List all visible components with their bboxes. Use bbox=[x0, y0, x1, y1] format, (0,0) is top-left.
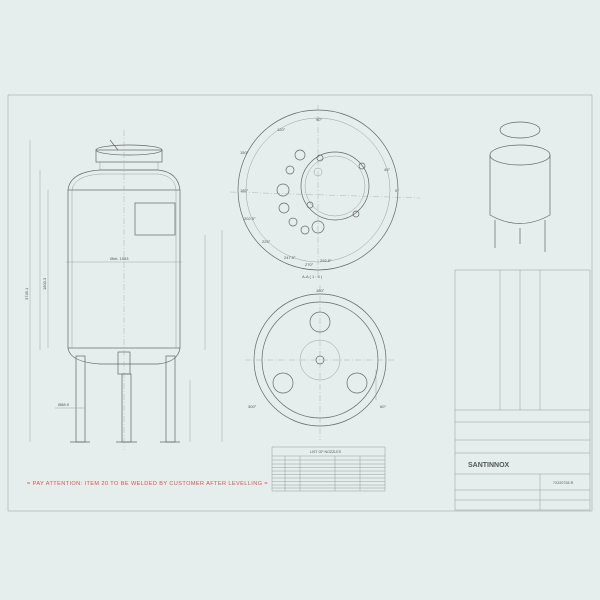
angle-label-bottom: 270° bbox=[305, 262, 314, 267]
drawing-frame bbox=[7, 94, 593, 512]
height-label-total: 3745.1 bbox=[24, 287, 29, 300]
angle-label-right: 0° bbox=[395, 188, 399, 193]
height-label-shell: 1800.3 bbox=[42, 277, 47, 290]
vessel-legs bbox=[70, 355, 180, 443]
angle-label: 292.5° bbox=[320, 258, 332, 263]
drawing-number: 7X220728-R bbox=[553, 481, 574, 485]
section-view: 180° 300° 60° bbox=[245, 285, 395, 440]
attention-note: = PAY ATTENTION: ITEM 20 TO BE WELDED BY… bbox=[27, 481, 268, 487]
nozzle-table: LIST OF NOZZLES bbox=[271, 446, 386, 492]
elevation-view: Øint. 1553 3745.1 1800.3 Ø88.9 bbox=[24, 130, 223, 450]
leg-label: Ø88.9 bbox=[58, 402, 70, 407]
isometric-view bbox=[489, 121, 551, 252]
angle-label: 247.5° bbox=[284, 255, 296, 260]
section-angle-right: 60° bbox=[380, 404, 386, 409]
title-block: SANTINNOX 7X220728-R bbox=[454, 269, 591, 511]
angle-label-left: 180° bbox=[240, 188, 249, 193]
section-angle-left: 300° bbox=[248, 404, 257, 409]
angle-label: 120° bbox=[277, 127, 286, 132]
top-view: 90° 0° 180° 270° 120° 150° 202.5° 225° 2… bbox=[229, 105, 421, 279]
angle-label: 150° bbox=[240, 150, 249, 155]
section-angle-top: 180° bbox=[316, 288, 325, 293]
nozzle-table-title: LIST OF NOZZLES bbox=[310, 450, 342, 454]
angle-label: 45° bbox=[384, 167, 390, 172]
inner-diameter-label: Øint. 1553 bbox=[110, 256, 129, 261]
angle-label-top: 90° bbox=[316, 117, 322, 122]
company-logo: SANTINNOX bbox=[468, 462, 510, 469]
angle-label: 202.5° bbox=[244, 216, 256, 221]
section-label: A-A ( 1 : 5 ) bbox=[302, 274, 323, 279]
angle-label: 225° bbox=[262, 239, 271, 244]
